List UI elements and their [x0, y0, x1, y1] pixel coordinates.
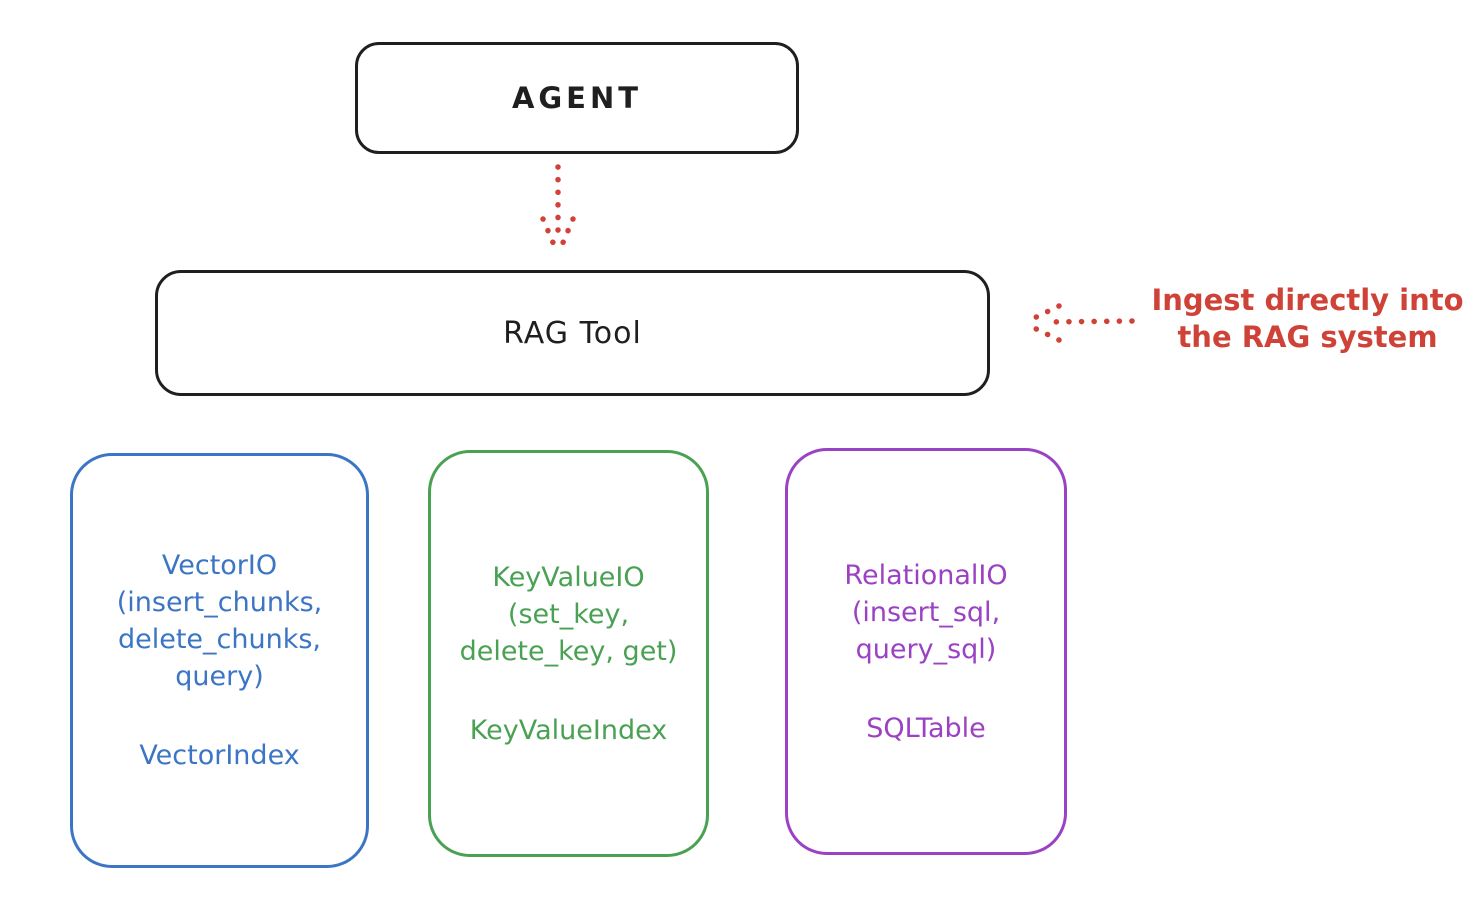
backend-node-keyvalueio: KeyValueIO (set_key, delete_key, get) Ke…	[428, 450, 709, 857]
ingest-annotation: Ingest directly into the RAG system	[1135, 282, 1480, 356]
agent-to-rag-arrowhead-icon	[540, 216, 576, 255]
agent-node: AGENT	[355, 42, 799, 154]
backend-vectorio-method-2: delete_chunks,	[117, 624, 321, 655]
backend-vectorio-signature: VectorIO (insert_chunks, delete_chunks, …	[117, 547, 322, 695]
rag-tool-node: RAG Tool	[155, 270, 990, 396]
backend-relationalio-index-label: SQLTable	[866, 712, 986, 744]
backend-relationalio-signature: RelationalIO (insert_sql, query_sql)	[844, 557, 1007, 668]
backend-keyvalueio-title: KeyValueIO	[492, 561, 645, 593]
ingest-annotation-line2: the RAG system	[1177, 320, 1438, 354]
backend-relationalio-method-2: query_sql)	[855, 633, 997, 665]
ingest-annotation-arrowhead-icon	[1023, 303, 1062, 343]
agent-node-label: AGENT	[511, 81, 643, 115]
backend-keyvalueio-method-1: (set_key,	[507, 598, 630, 630]
backend-node-relationalio: RelationalIO (insert_sql, query_sql) SQL…	[785, 448, 1067, 855]
backend-vectorio-method-3: query)	[175, 661, 264, 692]
backend-keyvalueio-method-2: delete_key, get)	[459, 635, 678, 667]
backend-keyvalueio-index-label: KeyValueIndex	[469, 714, 668, 746]
ingest-annotation-arrow	[1041, 318, 1135, 325]
backend-relationalio-method-1: (insert_sql,	[851, 596, 1001, 628]
backend-keyvalueio-signature: KeyValueIO (set_key, delete_key, get)	[460, 559, 678, 670]
backend-vectorio-method-1: (insert_chunks,	[116, 587, 323, 618]
rag-tool-node-label: RAG Tool	[503, 315, 642, 351]
backend-vectorio-title: VectorIO	[161, 550, 278, 581]
backend-node-vectorio: VectorIO (insert_chunks, delete_chunks, …	[70, 453, 369, 868]
backend-relationalio-title: RelationalIO	[844, 559, 1008, 591]
ingest-annotation-line1: Ingest directly into	[1151, 283, 1464, 317]
backend-vectorio-index-label: VectorIndex	[139, 740, 300, 771]
